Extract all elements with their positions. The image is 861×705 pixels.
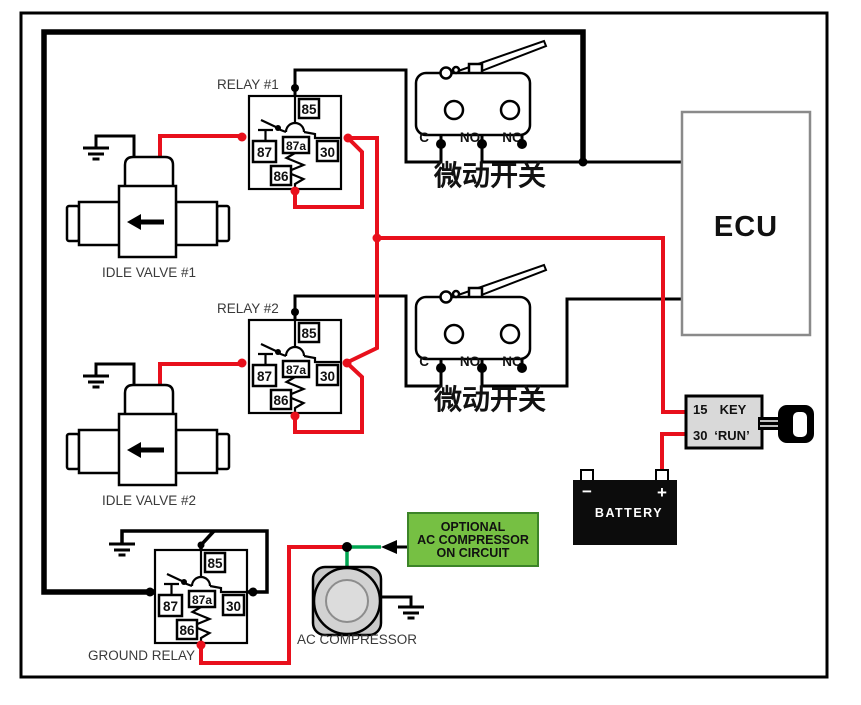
relay-2-pin-87: 87 [257, 369, 272, 384]
idle-valve-1-label: IDLE VALVE #1 [102, 265, 196, 280]
key-icon [758, 405, 814, 443]
flow-arrow-head-icon [127, 442, 141, 458]
ground-relay-label: GROUND RELAY [88, 648, 195, 663]
switch2-terminal-nc-label: NC [502, 354, 522, 369]
wire-switch2-no-to-ecu [480, 297, 682, 388]
switch2-caption: 微动开关 [433, 384, 546, 415]
key-run-switch: 15 30 KEY ‘RUN’ [684, 394, 814, 450]
ac-compressor-label: AC COMPRESSOR [297, 632, 417, 647]
key-label-line2: ‘RUN’ [714, 428, 749, 443]
junction-dots [145, 84, 588, 650]
optional-box-line2: AC COMPRESSOR [417, 533, 529, 547]
switch1-terminal-c-label: C [419, 130, 429, 145]
wire-green-ac-signal [345, 540, 408, 567]
ground-relay-pin-87a: 87a [192, 593, 212, 607]
relay-1-pin-87a: 87a [286, 139, 306, 153]
optional-ac-box: OPTIONAL AC COMPRESSOR ON CIRCUIT [407, 512, 539, 567]
key-label-line1: KEY [720, 402, 747, 417]
switch1-terminal-nc-label: NC [502, 130, 522, 145]
wire-relay2-85-to-switch2-c [293, 294, 443, 388]
idle-valve-2: IDLE VALVE #2 [65, 362, 231, 508]
idle-valve-2-label: IDLE VALVE #2 [102, 493, 196, 508]
key-pin-15: 15 [693, 402, 707, 417]
ground-relay-pin-30: 30 [226, 599, 241, 614]
relay-1: RELAY #1 85 87 87a 30 86 [217, 77, 343, 191]
ground-relay-pin-85: 85 [207, 556, 223, 571]
ground-relay-pin-86: 86 [179, 623, 195, 638]
battery-plus-sign: + [657, 483, 667, 502]
relay-1-pin-85: 85 [301, 102, 317, 117]
ground-icon [396, 605, 426, 620]
relay-1-pin-86: 86 [273, 169, 289, 184]
ground-relay-pin-87: 87 [163, 599, 178, 614]
relay-1-pin-30: 30 [320, 145, 335, 160]
battery-pos-terminal [655, 469, 669, 482]
ground-relay: 85 87 87a 30 86 GROUND RELAY [88, 542, 249, 663]
ac-compressor: AC COMPRESSOR [297, 565, 426, 647]
switch1-terminal-no-label: NO [460, 130, 480, 145]
battery-neg-terminal [580, 469, 594, 482]
wire-ground-trunk [41, 29, 586, 595]
switch2-terminal-no-label: NO [460, 354, 480, 369]
ground-icon [107, 542, 137, 557]
optional-box-line3: ON CIRCUIT [437, 546, 510, 560]
ground-icon [81, 374, 111, 389]
switch1-caption: 微动开关 [433, 160, 546, 191]
idle-valve-1: IDLE VALVE #1 [65, 134, 231, 280]
wire-relay1-85-to-switch1-c [293, 68, 443, 164]
relay-2-pin-86: 86 [273, 393, 289, 408]
optional-box-line1: OPTIONAL [441, 520, 506, 534]
wire-red-power-bus [158, 134, 686, 665]
arrow-head-icon [381, 540, 397, 554]
relay-2-pin-87a: 87a [286, 363, 306, 377]
switch2-terminal-c-label: C [419, 354, 429, 369]
wire-switch1-no-to-ecu [480, 144, 682, 164]
ecu-label: ECU [714, 211, 778, 243]
relay-2-pin-85: 85 [301, 326, 317, 341]
micro-switch-2: C NO NC 微动开关 [414, 263, 548, 415]
relay-1-pin-87: 87 [257, 145, 272, 160]
relay-2-pin-30: 30 [320, 369, 335, 384]
battery: − + BATTERY [573, 469, 677, 545]
relay-1-label: RELAY #1 [217, 77, 279, 92]
ground-icon [81, 146, 111, 161]
key-pin-30: 30 [693, 428, 707, 443]
micro-switch-1: C NO NC 微动开关 [414, 39, 548, 191]
flow-arrow-head-icon [127, 214, 141, 230]
diagram-frame [19, 11, 829, 679]
battery-minus-sign: − [582, 482, 592, 501]
relay-2-label: RELAY #2 [217, 301, 279, 316]
relay-2: RELAY #2 85 87 87a 30 86 [217, 301, 343, 415]
ecu-box: ECU [680, 110, 812, 337]
battery-label: BATTERY [595, 506, 663, 520]
